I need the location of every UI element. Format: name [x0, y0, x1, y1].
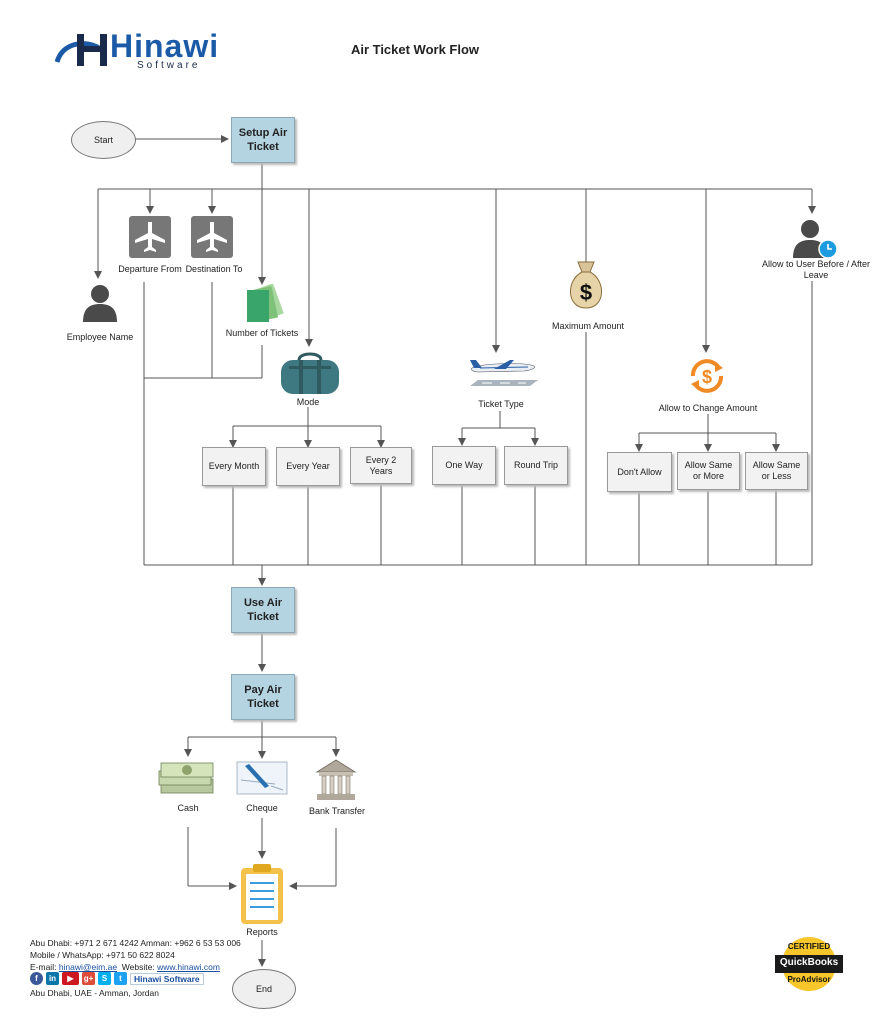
quickbooks-proadvisor-badge: CERTIFIED QuickBooks ProAdvisor — [775, 935, 843, 993]
money-bag-icon: $ — [564, 258, 608, 310]
number-of-tickets-label: Number of Tickets — [225, 328, 299, 338]
airplane-icon — [129, 216, 171, 258]
round-trip-option: Round Trip — [504, 446, 568, 485]
allow-same-or-less-option: Allow Same or Less — [745, 452, 808, 490]
cheque-label: Cheque — [246, 803, 278, 813]
bank-transfer-label: Bank Transfer — [308, 806, 366, 816]
setup-air-ticket-node: Setup Air Ticket — [231, 117, 295, 163]
badge-proadvisor: ProAdvisor — [787, 975, 831, 984]
badge-quickbooks: QuickBooks — [779, 957, 839, 968]
ticket-type-label: Ticket Type — [478, 399, 524, 409]
contact-info: Abu Dhabi: +971 2 671 4242 Amman: +962 6… — [30, 937, 241, 973]
cash-icon — [157, 759, 215, 797]
contact-mobile: Mobile / WhatsApp: +971 50 622 8024 — [30, 950, 175, 960]
employee-name-label: Employee Name — [66, 332, 134, 342]
google-plus-icon[interactable]: g+ — [82, 972, 95, 985]
maximum-amount-label: Maximum Amount — [551, 321, 625, 331]
departure-from-label: Departure From — [118, 264, 182, 274]
airplane-icon — [191, 216, 233, 258]
linkedin-icon[interactable]: in — [46, 972, 59, 985]
allow-change-amount-label: Allow to Change Amount — [658, 403, 758, 413]
clipboard-icon — [239, 862, 285, 926]
cash-label: Cash — [177, 803, 199, 813]
pay-air-ticket-node: Pay Air Ticket — [231, 674, 295, 720]
svg-text:$: $ — [580, 280, 592, 305]
dont-allow-option: Don't Allow — [607, 452, 672, 492]
every-2-years-option: Every 2 Years — [350, 447, 412, 484]
website-label: Website: — [121, 962, 158, 972]
page-title: Air Ticket Work Flow — [350, 42, 480, 57]
person-icon — [80, 282, 120, 322]
destination-to-label: Destination To — [185, 264, 243, 274]
use-air-ticket-node: Use Air Ticket — [231, 587, 295, 633]
svg-text:$: $ — [702, 367, 712, 387]
tickets-icon — [239, 283, 297, 324]
bag-icon — [279, 350, 341, 396]
contact-phone: Abu Dhabi: +971 2 671 4242 Amman: +962 6… — [30, 938, 241, 948]
logo-subtext: Software — [137, 60, 201, 71]
facebook-icon[interactable]: f — [30, 972, 43, 985]
every-month-option: Every Month — [202, 447, 266, 486]
contact-email-line: E-mail: hinawi@eim.ae Website: www.hinaw… — [30, 961, 241, 973]
skype-icon[interactable]: S — [98, 972, 111, 985]
locations: Abu Dhabi, UAE - Amman, Jordan — [30, 988, 159, 998]
allow-user-before-after-leave-label: Allow to User Before / After Leave — [761, 259, 871, 280]
social-name: Hinawi Software — [130, 972, 204, 985]
one-way-option: One Way — [432, 446, 496, 485]
email-link[interactable]: hinawi@eim.ae — [58, 962, 118, 972]
mode-label: Mode — [296, 397, 320, 407]
social-links: f in ▶ g+ S t Hinawi Software — [30, 972, 204, 985]
user-clock-icon — [790, 218, 838, 260]
airplane-icon — [464, 354, 540, 394]
email-label: E-mail: — [30, 962, 59, 972]
start-node: Start — [71, 121, 136, 159]
website-link[interactable]: www.hinawi.com — [157, 962, 220, 972]
badge-certified: CERTIFIED — [787, 942, 831, 951]
twitter-icon[interactable]: t — [114, 972, 127, 985]
hinawi-logo: Hinawi Software — [54, 28, 218, 76]
every-year-option: Every Year — [276, 447, 340, 486]
dollar-exchange-icon: $ — [685, 354, 729, 398]
bank-icon — [315, 758, 357, 802]
allow-same-or-more-option: Allow Same or More — [677, 452, 740, 490]
logo-text: Hinawi — [110, 28, 220, 64]
end-node: End — [232, 969, 296, 1009]
cheque-icon — [235, 760, 289, 796]
youtube-icon[interactable]: ▶ — [62, 972, 79, 985]
reports-label: Reports — [246, 927, 278, 937]
